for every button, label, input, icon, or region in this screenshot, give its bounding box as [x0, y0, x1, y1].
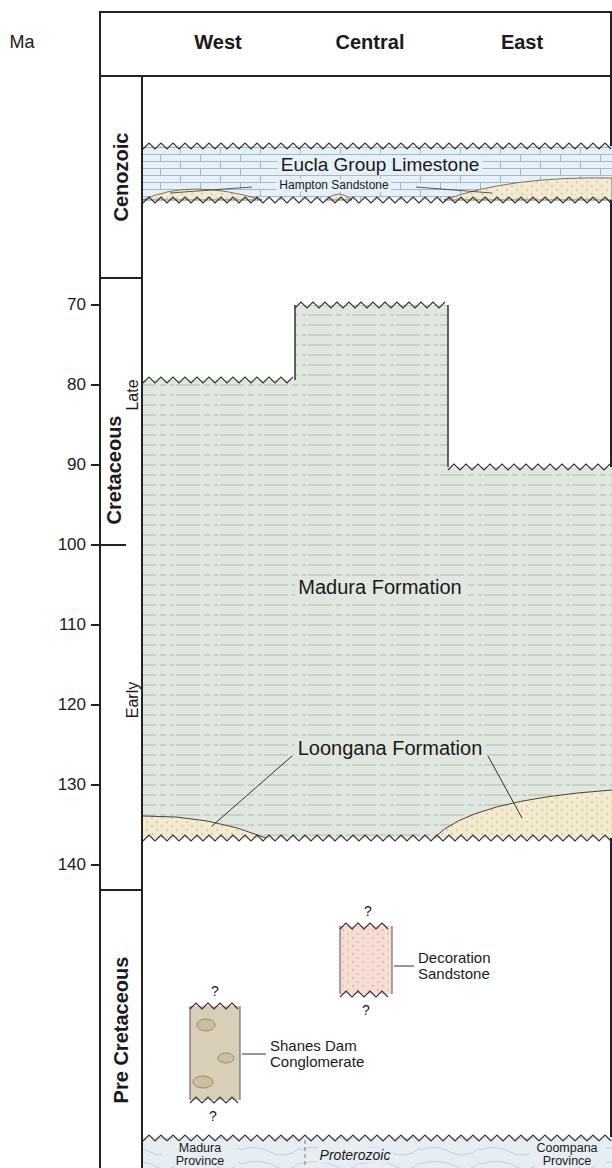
age-number: 100: [58, 536, 86, 554]
leader-line: [416, 187, 492, 193]
axis-tick: [91, 864, 100, 866]
formation-band: Eucla Group Limestone: [143, 146, 612, 200]
unit-label: Eucla Group Limestone: [278, 155, 483, 175]
unconformity: [340, 991, 388, 997]
unit-label: Coompana Province: [529, 1142, 605, 1167]
block-edge: [340, 926, 392, 994]
unconformity: [143, 1135, 611, 1141]
unconformity: [143, 197, 611, 203]
unit-callout: ?: [364, 904, 372, 919]
unconformity: [143, 143, 611, 149]
limestone-band: [143, 146, 612, 200]
lens-outline: [434, 790, 612, 838]
period-box: Cenozoic: [100, 76, 142, 278]
axis-tick: [91, 784, 100, 786]
period-label: Late: [125, 379, 142, 410]
pebble: [197, 1019, 215, 1031]
shale-body: [143, 305, 612, 838]
basement-band: Madura Province Proterozoic Coompana Provi…: [143, 1137, 612, 1168]
axis-tick: [91, 384, 100, 386]
unconformity: [190, 1003, 238, 1009]
axis-tick: [91, 304, 100, 306]
leader-line: [242, 1054, 266, 1055]
period-label: Cenozoic: [111, 133, 132, 222]
leader-line: [488, 756, 522, 818]
period-box: CretaceousLateEarly: [100, 278, 142, 890]
unconformity: [448, 464, 610, 470]
axis-title: Ma: [9, 33, 34, 52]
axis-tick: [91, 464, 100, 466]
step-edge: [295, 305, 448, 467]
unconformity: [340, 923, 388, 929]
sandstone-lens: [434, 790, 612, 838]
unconformity: [143, 835, 611, 841]
unconformity: [143, 377, 293, 383]
pebble: [193, 1076, 213, 1088]
unit-callout: ?: [362, 1003, 370, 1018]
period-boundary: [100, 277, 142, 279]
period-rule: [141, 76, 143, 1168]
column-heading: Central: [336, 32, 405, 53]
period-boundary: [100, 889, 142, 891]
unit-label: Madura Formation: [295, 577, 464, 598]
leader-line: [170, 187, 252, 193]
unit-label: Proterozoic: [317, 1148, 394, 1163]
age-number: 70: [67, 296, 86, 314]
column-heading: East: [501, 32, 543, 53]
age-number: 130: [58, 776, 86, 794]
header-rule: [100, 75, 612, 77]
unconformity: [190, 1097, 238, 1103]
sandstone-block: [340, 926, 392, 994]
pebble: [218, 1053, 234, 1063]
frame: [100, 12, 611, 1168]
age-number: 110: [59, 616, 86, 634]
conglomerate-block: [190, 1006, 240, 1100]
unit-label: Madura Province: [162, 1142, 238, 1167]
column-heading: West: [194, 32, 241, 53]
province-boundary: [305, 1140, 306, 1168]
period-label: Cretaceous: [104, 416, 125, 525]
basement-band: [143, 1137, 612, 1168]
period-label: Pre Cretaceous: [111, 957, 132, 1104]
age-number: 80: [67, 376, 86, 394]
unit-callout: ?: [209, 1109, 217, 1124]
sandstone-lens: [444, 178, 612, 200]
unit-callout: Loongana Formation: [295, 738, 486, 759]
age-number: 90: [67, 456, 86, 474]
period-label: Early: [125, 682, 142, 718]
unit-callout: Shanes Dam Conglomerate: [270, 1038, 375, 1070]
leader-line: [394, 966, 414, 967]
unit-callout: Decoration Sandstone: [418, 950, 513, 982]
axis-tick: [91, 704, 100, 706]
leader-line: [212, 756, 292, 826]
block-edge: [190, 1006, 240, 1100]
age-number: 120: [58, 696, 86, 714]
age-number: 140: [58, 856, 86, 874]
unit-callout: Hampton Sandstone: [276, 179, 391, 192]
axis-tick: [91, 544, 126, 546]
unit-callout: ?: [211, 984, 219, 999]
period-box: Pre Cretaceous: [100, 890, 142, 1168]
unconformity: [295, 302, 445, 308]
axis-tick: [91, 624, 100, 626]
